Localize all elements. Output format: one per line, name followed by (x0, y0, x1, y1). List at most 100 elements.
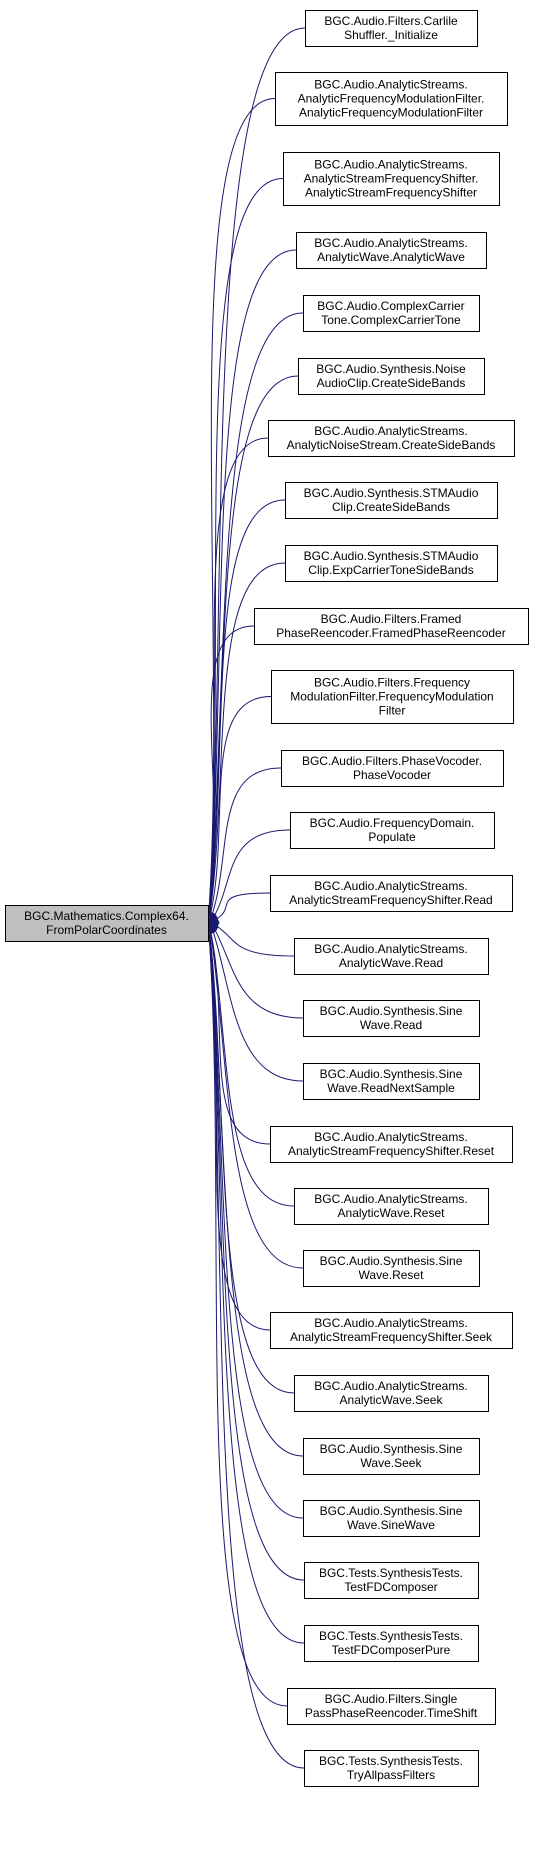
caller-analytic-stream-frequency-shifter-seek-box (270, 1312, 513, 1349)
caller-sine-wave-readnextsample[interactable]: BGC.Audio.Synthesis.SineWave.ReadNextSam… (303, 1063, 480, 1100)
caller-analytic-wave-reset-label-line: AnalyticWave.Reset (338, 1206, 446, 1220)
caller-stm-audioclip-expcarriertonesidebands-label-line: BGC.Audio.Synthesis.STMAudio (304, 549, 479, 563)
caller-frequency-domain-populate-box (290, 812, 495, 849)
caller-phase-vocoder-box (281, 750, 504, 787)
caller-sine-wave-reset[interactable]: BGC.Audio.Synthesis.SineWave.Reset (303, 1250, 480, 1287)
caller-analytic-wave-read[interactable]: BGC.Audio.AnalyticStreams.AnalyticWave.R… (294, 938, 489, 975)
caller-analytic-stream-frequency-shifter-ctor-label-line: AnalyticStreamFrequencyShifter. (304, 172, 479, 186)
edge-caller-framed-phase-reencoder (209, 625, 255, 914)
caller-analytic-frequency-modulation-filter-box (275, 72, 508, 126)
caller-frequency-modulation-filter-label-line: BGC.Audio.Filters.Frequency (314, 676, 470, 690)
caller-sine-wave-sinewave-label-line: BGC.Audio.Synthesis.Sine (320, 1504, 463, 1518)
caller-analytic-stream-frequency-shifter-seek[interactable]: BGC.Audio.AnalyticStreams.AnalyticStream… (270, 1312, 513, 1349)
caller-analytic-stream-frequency-shifter-ctor[interactable]: BGC.Audio.AnalyticStreams.AnalyticStream… (283, 152, 500, 206)
caller-test-fd-composer-pure-label-line: TestFDComposerPure (332, 1643, 451, 1657)
caller-sine-wave-seek-label-line: Wave.Seek (361, 1456, 423, 1470)
caller-frequency-modulation-filter-box (271, 670, 514, 724)
caller-analytic-stream-frequency-shifter-read-label-line: AnalyticStreamFrequencyShifter.Read (289, 893, 492, 907)
caller-framed-phase-reencoder-label-line: BGC.Audio.Filters.Framed (321, 612, 462, 626)
caller-sine-wave-read[interactable]: BGC.Audio.Synthesis.SineWave.Read (303, 1000, 480, 1037)
edge-caller-noise-audioclip-createsidebands (209, 375, 299, 914)
caller-frequency-domain-populate-label-line: BGC.Audio.FrequencyDomain. (310, 816, 475, 830)
caller-analytic-wave-seek[interactable]: BGC.Audio.AnalyticStreams.AnalyticWave.S… (294, 1375, 489, 1412)
caller-analytic-wave-read-label-line: AnalyticWave.Read (339, 956, 443, 970)
caller-sine-wave-read-label-line: Wave.Read (360, 1018, 422, 1032)
caller-analytic-wave-reset-label-line: BGC.Audio.AnalyticStreams. (314, 1192, 467, 1206)
edge-caller-sine-wave-readnextsample (212, 931, 304, 1082)
caller-single-pass-phase-reencoder-timeshift[interactable]: BGC.Audio.Filters.SinglePassPhaseReencod… (287, 1688, 496, 1725)
caller-carlile-shuffler-initialize-box (305, 10, 478, 47)
caller-analytic-stream-frequency-shifter-read-label-line: BGC.Audio.AnalyticStreams. (314, 879, 467, 893)
caller-analytic-noise-stream-createsidebands-label-line: BGC.Audio.AnalyticStreams. (314, 424, 467, 438)
caller-sine-wave-seek[interactable]: BGC.Audio.Synthesis.SineWave.Seek (303, 1438, 480, 1475)
caller-analytic-wave-seek-box (294, 1375, 489, 1412)
caller-analytic-noise-stream-createsidebands-box (268, 420, 515, 457)
edge-caller-single-pass-phase-reencoder-timeshift (208, 932, 288, 1707)
caller-frequency-domain-populate[interactable]: BGC.Audio.FrequencyDomain.Populate (290, 812, 495, 849)
caller-test-fd-composer[interactable]: BGC.Tests.SynthesisTests.TestFDComposer (304, 1562, 479, 1599)
caller-analytic-noise-stream-createsidebands[interactable]: BGC.Audio.AnalyticStreams.AnalyticNoiseS… (268, 420, 515, 457)
caller-analytic-wave-read-label-line: BGC.Audio.AnalyticStreams. (314, 942, 467, 956)
caller-try-allpass-filters[interactable]: BGC.Tests.SynthesisTests.TryAllpassFilte… (304, 1750, 479, 1787)
caller-test-fd-composer-pure-box (304, 1625, 479, 1662)
edge-caller-analytic-wave-reset (210, 932, 295, 1207)
caller-noise-audioclip-createsidebands[interactable]: BGC.Audio.Synthesis.NoiseAudioClip.Creat… (298, 358, 485, 395)
edge-caller-phase-vocoder (211, 767, 282, 915)
caller-sine-wave-sinewave[interactable]: BGC.Audio.Synthesis.SineWave.SineWave (303, 1500, 480, 1537)
target-node[interactable]: BGC.Mathematics.Complex64.FromPolarCoord… (5, 905, 209, 942)
caller-complex-carrier-tone[interactable]: BGC.Audio.ComplexCarrierTone.ComplexCarr… (303, 295, 480, 332)
caller-phase-vocoder[interactable]: BGC.Audio.Filters.PhaseVocoder.PhaseVoco… (281, 750, 504, 787)
edge-caller-sine-wave-sinewave (209, 932, 304, 1519)
caller-stm-audioclip-expcarriertonesidebands[interactable]: BGC.Audio.Synthesis.STMAudioClip.ExpCarr… (285, 545, 498, 582)
caller-carlile-shuffler-initialize[interactable]: BGC.Audio.Filters.CarlileShuffler._Initi… (305, 10, 478, 47)
caller-analytic-stream-frequency-shifter-read[interactable]: BGC.Audio.AnalyticStreams.AnalyticStream… (270, 875, 513, 912)
caller-analytic-frequency-modulation-filter-label-line: AnalyticFrequencyModulationFilter (299, 106, 483, 120)
caller-sine-wave-sinewave-label-line: Wave.SineWave (347, 1518, 435, 1532)
caller-carlile-shuffler-initialize-label-line: BGC.Audio.Filters.Carlile (324, 14, 458, 28)
caller-analytic-wave-ctor-label-line: BGC.Audio.AnalyticStreams. (314, 236, 467, 250)
caller-framed-phase-reencoder-box (254, 608, 529, 645)
caller-frequency-modulation-filter-label-line: Filter (379, 704, 406, 718)
caller-phase-vocoder-label-line: BGC.Audio.Filters.PhaseVocoder. (302, 754, 482, 768)
caller-analytic-wave-ctor-box (296, 232, 487, 269)
caller-analytic-stream-frequency-shifter-read-box (270, 875, 513, 912)
caller-complex-carrier-tone-label-line: Tone.ComplexCarrierTone (321, 313, 461, 327)
caller-analytic-stream-frequency-shifter-ctor-label-line: BGC.Audio.AnalyticStreams. (314, 158, 467, 172)
caller-test-fd-composer-pure[interactable]: BGC.Tests.SynthesisTests.TestFDComposerP… (304, 1625, 479, 1662)
caller-sine-wave-reset-box (303, 1250, 480, 1287)
edge-caller-analytic-stream-frequency-shifter-ctor (208, 178, 284, 914)
caller-stm-audioclip-createsidebands-box (285, 482, 498, 519)
caller-stm-audioclip-expcarriertonesidebands-box (285, 545, 498, 582)
caller-analytic-stream-frequency-shifter-ctor-label-line: AnalyticStreamFrequencyShifter (305, 186, 477, 200)
caller-analytic-wave-reset[interactable]: BGC.Audio.AnalyticStreams.AnalyticWave.R… (294, 1188, 489, 1225)
caller-sine-wave-reset-label-line: BGC.Audio.Synthesis.Sine (320, 1254, 463, 1268)
nodes-layer: BGC.Audio.Filters.CarlileShuffler._Initi… (5, 10, 529, 1787)
target-node-label-line: BGC.Mathematics.Complex64. (24, 909, 189, 923)
caller-analytic-wave-ctor[interactable]: BGC.Audio.AnalyticStreams.AnalyticWave.A… (296, 232, 487, 269)
caller-test-fd-composer-box (304, 1562, 479, 1599)
caller-frequency-modulation-filter[interactable]: BGC.Audio.Filters.FrequencyModulationFil… (271, 670, 514, 724)
caller-noise-audioclip-createsidebands-label-line: BGC.Audio.Synthesis.Noise (316, 362, 466, 376)
caller-sine-wave-seek-box (303, 1438, 480, 1475)
edge-caller-sine-wave-reset (210, 932, 304, 1269)
caller-sine-wave-read-box (303, 1000, 480, 1037)
caller-test-fd-composer-label-line: BGC.Tests.SynthesisTests. (319, 1566, 463, 1580)
caller-stm-audioclip-createsidebands[interactable]: BGC.Audio.Synthesis.STMAudioClip.CreateS… (285, 482, 498, 519)
caller-phase-vocoder-label-line: PhaseVocoder (353, 768, 431, 782)
edge-caller-try-allpass-filters (208, 932, 305, 1769)
caller-framed-phase-reencoder[interactable]: BGC.Audio.Filters.FramedPhaseReencoder.F… (254, 608, 529, 645)
caller-sine-wave-reset-label-line: Wave.Reset (359, 1268, 425, 1282)
caller-noise-audioclip-createsidebands-label-line: AudioClip.CreateSideBands (317, 376, 466, 390)
caller-sine-wave-seek-label-line: BGC.Audio.Synthesis.Sine (320, 1442, 463, 1456)
caller-analytic-stream-frequency-shifter-reset[interactable]: BGC.Audio.AnalyticStreams.AnalyticStream… (270, 1126, 513, 1163)
caller-test-fd-composer-label-line: TestFDComposer (344, 1580, 437, 1594)
edge-caller-test-fd-composer (208, 932, 305, 1581)
edges-layer (204, 27, 306, 1769)
caller-analytic-frequency-modulation-filter-label-line: AnalyticFrequencyModulationFilter. (298, 92, 485, 106)
caller-analytic-frequency-modulation-filter[interactable]: BGC.Audio.AnalyticStreams.AnalyticFreque… (275, 72, 508, 126)
edge-caller-test-fd-composer-pure (208, 932, 305, 1644)
caller-stm-audioclip-createsidebands-label-line: Clip.CreateSideBands (332, 500, 450, 514)
edge-caller-analytic-stream-frequency-shifter-read (216, 892, 271, 920)
caller-analytic-wave-seek-label-line: AnalyticWave.Seek (340, 1393, 444, 1407)
